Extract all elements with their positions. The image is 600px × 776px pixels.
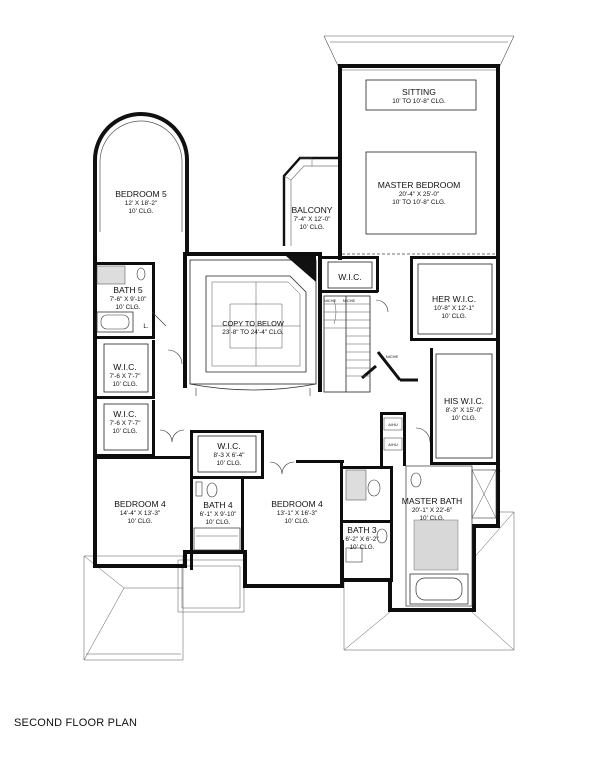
room-dim-her-wic-1: 10' CLG. xyxy=(441,313,466,320)
room-dim-copy-to-below-0: 23'-8" TO 24'-4" CLG. xyxy=(222,329,284,336)
room-labels: SITTING 10' TO 10'-8" CLG. MASTER BEDROO… xyxy=(110,87,485,551)
room-dim-bedroom5-1: 10' CLG. xyxy=(128,208,153,215)
bath4-fixtures xyxy=(193,481,241,551)
room-dim-bath5-1: 10' CLG. xyxy=(115,304,140,311)
room-dim-master-bath-1: 10' CLG. xyxy=(419,515,444,522)
niche-label-a: NICHE xyxy=(294,259,307,264)
bath3-fixtures xyxy=(345,469,388,563)
room-dim-his-wic-0: 8'-3" X 15'-0" xyxy=(446,407,483,414)
room-name-wic-b4: W.I.C. xyxy=(217,441,240,451)
room-dim-bedroom4-left-1: 10' CLG. xyxy=(127,518,152,525)
room-dim-bath4-1: 10' CLG. xyxy=(205,519,230,526)
room-dim-bedroom4-left-0: 14'-4" X 13'-3" xyxy=(120,510,160,517)
room-dim-bedroom4-mid-0: 13'-1" X 16'-3" xyxy=(277,510,317,517)
ahu-label-1: A/HU xyxy=(388,422,398,427)
room-name-his-wic: HIS W.I.C. xyxy=(444,396,484,406)
room-dim-his-wic-1: 10' CLG. xyxy=(451,415,476,422)
niche-label-b: NICHE xyxy=(343,298,356,303)
bath5-fixtures xyxy=(96,265,167,333)
stair xyxy=(323,295,371,393)
bedroom5-bay xyxy=(93,112,189,256)
room-dim-wic-b5-2-0: 7'-6 X 7'-7" xyxy=(110,420,141,427)
room-name-wic-b5-2: W.I.C. xyxy=(113,409,136,419)
room-name-wic-b5-1: W.I.C. xyxy=(113,362,136,372)
room-dim-wic-b5-1-1: 10' CLG. xyxy=(112,381,137,388)
room-dim-master-bedroom-1: 10' TO 10'-8" CLG. xyxy=(392,199,446,206)
closet-shelving xyxy=(103,261,493,473)
room-dim-wic-b4-1: 10' CLG. xyxy=(216,460,241,467)
room-dim-bedroom5-0: 12' X 18'-2" xyxy=(125,200,157,207)
master-suite-detail xyxy=(342,79,496,255)
room-dim-bath3-1: 10' CLG. xyxy=(349,544,374,551)
room-name-bedroom5: BEDROOM 5 xyxy=(115,189,167,199)
room-dim-master-bedroom-0: 20'-4" X 25'-0" xyxy=(399,191,439,198)
room-name-bath3: BATH 3 xyxy=(347,525,377,535)
room-dim-wic-b5-2-1: 10' CLG. xyxy=(112,428,137,435)
master-bath-fixtures xyxy=(405,465,497,607)
niche-label-d: NICHE xyxy=(324,298,337,303)
linen-label: L. xyxy=(143,323,149,330)
exterior-walls xyxy=(93,64,500,612)
room-name-bath5: BATH 5 xyxy=(113,285,143,295)
open-to-below-detail xyxy=(189,256,317,396)
door-swings xyxy=(159,299,431,475)
ahu-label-2: A/HU xyxy=(388,442,398,447)
room-dim-sitting-0: 10' TO 10'-8" CLG. xyxy=(392,98,446,105)
room-dim-bath5-0: 7'-6" X 9'-10" xyxy=(110,296,147,303)
room-dim-her-wic-0: 10'-8" X 12'-1" xyxy=(434,305,474,312)
small-labels: L. NICHE NICHE NICHE NICHE A/HU A/HU xyxy=(143,259,398,447)
room-dim-wic-b5-1-0: 7'-6 X 7'-7" xyxy=(110,373,141,380)
room-name-bath4: BATH 4 xyxy=(203,500,233,510)
interior-walls xyxy=(93,252,498,582)
room-name-wic-master: W.I.C. xyxy=(338,272,361,282)
room-name-balcony: BALCONY xyxy=(291,205,332,215)
room-dim-balcony-1: 10' CLG. xyxy=(299,224,324,231)
room-dim-balcony-0: 7'-4" X 12'-0" xyxy=(294,216,331,223)
plan-title: SECOND FLOOR PLAN xyxy=(14,717,138,729)
room-dim-bedroom4-mid-1: 10' CLG. xyxy=(284,518,309,525)
room-name-bedroom4-mid: BEDROOM 4 xyxy=(271,499,323,509)
room-dim-bath3-0: 6'-2" X 6'-2" xyxy=(345,536,378,543)
niche-label-c: NICHE xyxy=(386,354,399,359)
room-dim-wic-b4-0: 8'-3 X 6'-4" xyxy=(214,452,245,459)
room-name-master-bedroom: MASTER BEDROOM xyxy=(378,180,461,190)
room-name-sitting: SITTING xyxy=(402,87,436,97)
room-name-bedroom4-left: BEDROOM 4 xyxy=(114,499,166,509)
room-name-her-wic: HER W.I.C. xyxy=(432,294,476,304)
room-dim-master-bath-0: 20'-1" X 22'-6" xyxy=(412,507,452,514)
room-dim-bath4-0: 6'-1" X 9'-10" xyxy=(200,511,237,518)
room-name-master-bath: MASTER BATH xyxy=(402,496,462,506)
room-name-copy-to-below: COPY TO BELOW xyxy=(222,319,284,328)
